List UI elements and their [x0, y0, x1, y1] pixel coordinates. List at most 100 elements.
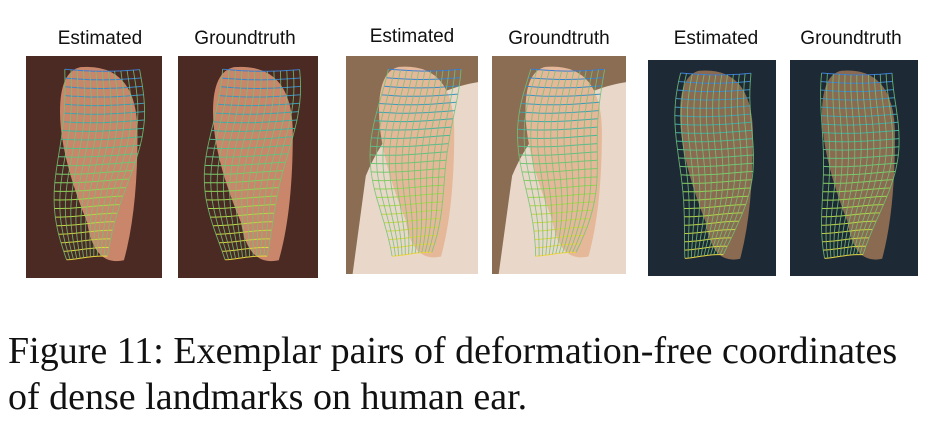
- mesh-column-line: [568, 70, 593, 253]
- mesh-column-line: [369, 68, 393, 257]
- caption-line-2: of dense landmarks on human ear.: [8, 376, 528, 418]
- mesh-column-line: [418, 70, 438, 253]
- mesh-column-line: [706, 74, 724, 256]
- mesh-column-line: [862, 73, 900, 255]
- ear-image-groundtruth-2: [492, 56, 626, 274]
- mesh-column-line: [836, 74, 849, 257]
- mesh-column-line: [395, 70, 414, 255]
- mesh-column-line: [235, 71, 256, 258]
- mesh-column-line: [256, 70, 282, 257]
- landmark-mesh: [517, 68, 606, 257]
- mesh-column-line: [401, 70, 420, 255]
- ear-image-estimated-1: [26, 56, 162, 278]
- panel-label-groundtruth-3: Groundtruth: [800, 28, 902, 49]
- panel-label-groundtruth-2: Groundtruth: [508, 28, 610, 49]
- mesh-column-line: [846, 74, 868, 256]
- mesh-column-line: [859, 73, 894, 255]
- ear-image-groundtruth-1: [178, 56, 318, 278]
- ear-mesh-graphic: [492, 56, 626, 274]
- mesh-column-line: [241, 71, 262, 258]
- mesh-column-line: [530, 69, 544, 256]
- mesh-column-line: [424, 70, 450, 253]
- mesh-column-line: [80, 71, 99, 258]
- mesh-column-line: [710, 74, 730, 256]
- mesh-column-line: [843, 75, 862, 256]
- mesh-column-line: [407, 71, 426, 254]
- panel-label-groundtruth-1: Groundtruth: [194, 28, 296, 49]
- ear-mesh-graphic: [648, 60, 776, 276]
- mesh-column-line: [427, 69, 456, 253]
- mesh-column-line: [421, 70, 444, 253]
- mesh-column-line: [703, 74, 718, 256]
- mesh-column-line: [550, 70, 563, 255]
- mesh-column-line: [413, 70, 432, 254]
- mesh-column-line: [680, 73, 690, 259]
- mesh-column-line: [825, 73, 831, 259]
- mesh-column-line: [246, 71, 269, 257]
- panel-label-estimated-2: Estimated: [369, 26, 455, 47]
- mesh-column-line: [223, 70, 243, 259]
- mesh-column-line: [856, 74, 887, 255]
- mesh-column-line: [555, 70, 569, 254]
- ear-mesh-graphic: [26, 56, 162, 278]
- mesh-column-line: [106, 69, 146, 257]
- mesh-column-line: [210, 69, 230, 260]
- mesh-column-line: [89, 71, 112, 257]
- mesh-column-line: [53, 69, 68, 260]
- ear-image-estimated-3: [648, 60, 776, 276]
- mesh-column-line: [266, 69, 302, 257]
- mesh-column-line: [716, 74, 742, 255]
- mesh-column-line: [259, 70, 288, 257]
- landmark-mesh: [820, 72, 900, 259]
- mesh-column-line: [216, 70, 236, 260]
- mesh-column-line: [93, 71, 119, 257]
- landmark-mesh: [674, 72, 754, 259]
- mesh-column-line: [700, 74, 712, 257]
- landmark-mesh: [369, 68, 462, 257]
- mesh-column-line: [820, 72, 826, 259]
- mesh-column-line: [562, 70, 581, 254]
- mesh-column-line: [849, 74, 875, 256]
- mesh-column-line: [687, 73, 695, 258]
- mesh-column-line: [722, 73, 754, 255]
- mesh-column-line: [70, 70, 86, 259]
- ear-image-groundtruth-3: [790, 60, 918, 276]
- ear-mesh-graphic: [790, 60, 918, 276]
- mesh-column-line: [376, 69, 396, 256]
- figure-caption: Figure 11: Exemplar pairs of deformation…: [8, 328, 944, 420]
- mesh-column-line: [388, 70, 408, 256]
- mesh-column-line: [431, 69, 462, 253]
- mesh-column-line: [523, 69, 540, 256]
- ear-mesh-graphic: [178, 56, 318, 278]
- mesh-column-line: [543, 70, 556, 255]
- panel-label-estimated-3: Estimated: [673, 28, 759, 49]
- mesh-column-line: [252, 71, 275, 257]
- mesh-column-line: [64, 70, 79, 260]
- mesh-column-line: [75, 70, 92, 259]
- mesh-column-line: [263, 70, 295, 257]
- mesh-column-line: [103, 70, 139, 257]
- mesh-column-line: [203, 69, 226, 260]
- mesh-column-line: [536, 70, 550, 256]
- mesh-column-line: [829, 73, 837, 258]
- mesh-column-line: [100, 70, 132, 257]
- mesh-column-line: [85, 71, 105, 258]
- mesh-column-line: [713, 74, 736, 255]
- ear-image-estimated-2: [346, 56, 478, 274]
- mesh-column-line: [697, 74, 706, 257]
- mesh-column-line: [840, 74, 856, 257]
- mesh-column-line: [558, 70, 575, 254]
- mesh-column-line: [565, 70, 587, 253]
- mesh-column-line: [59, 69, 72, 260]
- ear-mesh-graphic: [346, 56, 478, 274]
- panel-label-estimated-1: Estimated: [57, 28, 143, 49]
- landmark-mesh: [203, 68, 302, 261]
- mesh-column-line: [96, 70, 125, 257]
- mesh-column-line: [517, 68, 537, 257]
- mesh-column-line: [693, 74, 701, 258]
- mesh-column-line: [852, 74, 881, 255]
- mesh-column-line: [382, 69, 401, 256]
- mesh-column-line: [674, 72, 686, 259]
- caption-line-1: Figure 11: Exemplar pairs of deformation…: [8, 330, 898, 372]
- landmark-mesh: [53, 68, 146, 261]
